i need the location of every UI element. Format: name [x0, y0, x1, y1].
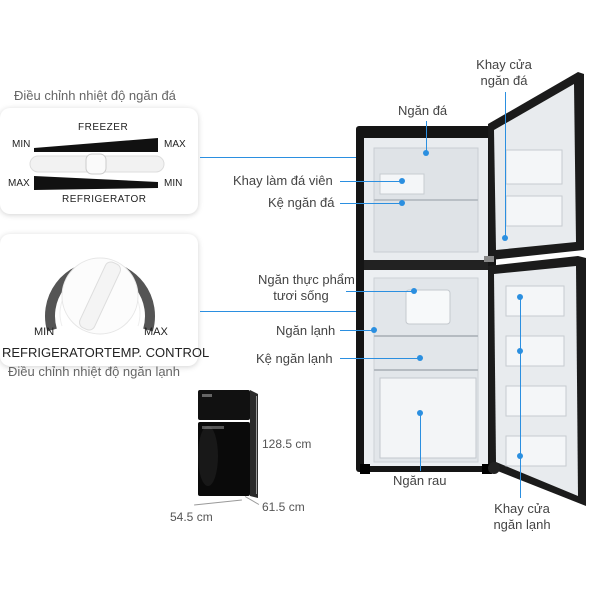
- fridge-panel-connector: [200, 311, 356, 312]
- callout-fresh-food-line1: Ngăn thực phẩm: [258, 272, 355, 287]
- dial-refrigerator-label: REFRIGERATOR: [2, 345, 105, 360]
- depth-dimension: 61.5 cm: [262, 500, 305, 514]
- callout-vegetable-drawer: Ngăn rau: [393, 473, 447, 488]
- dial-max-label: MAX: [144, 326, 168, 338]
- freezer-min-label: MIN: [12, 139, 31, 150]
- callout-fridge-door-line1: Khay cửa: [494, 501, 550, 516]
- height-dimension-line: [256, 396, 257, 494]
- callout-vegetable-drawer-dot: [417, 410, 423, 416]
- callout-freezer-door-tray: Khay cửa ngăn đá: [468, 57, 540, 89]
- refrigerator-min-label: MIN: [164, 178, 183, 189]
- callout-ice-tray-dot: [399, 178, 405, 184]
- callout-fridge-door-tray: Khay cửa ngăn lạnh: [484, 501, 560, 533]
- freezer-control-panel: FREEZER MIN MAX MAX MIN REFRIGERATOR: [0, 108, 198, 214]
- callout-freezer-shelf-dot: [399, 200, 405, 206]
- freezer-control-caption: Điều chỉnh nhiệt độ ngăn đá: [14, 88, 176, 103]
- dial-temp-control-label: TEMP. CONTROL: [104, 345, 210, 360]
- callout-ice-tray-line: [340, 181, 402, 182]
- callout-fridge-shelf-line: [340, 358, 420, 359]
- callout-fridge-compartment: Ngăn lạnh: [276, 323, 336, 338]
- callout-freezer-door-dot: [502, 235, 508, 241]
- callout-freezer-compartment-dot: [423, 150, 429, 156]
- fridge-control-caption: Điều chỉnh nhiệt độ ngăn lạnh: [8, 364, 181, 379]
- callout-vegetable-drawer-line: [420, 413, 421, 471]
- callout-fridge-door-line: [520, 296, 521, 498]
- callout-freezer-compartment-line: [426, 121, 427, 153]
- callout-fridge-door-dot-top: [517, 294, 523, 300]
- freezer-slider-graphic: [29, 138, 165, 190]
- temperature-dial-icon: [45, 257, 155, 335]
- callout-freezer-shelf-line: [340, 203, 402, 204]
- freezer-label: FREEZER: [78, 122, 129, 133]
- callout-fridge-compartment-line: [340, 330, 374, 331]
- callout-freezer-door-line: [505, 92, 506, 238]
- callout-freezer-shelf: Kệ ngăn đá: [268, 195, 335, 210]
- callout-fresh-food-line2: tươi sống: [273, 288, 329, 303]
- callout-fridge-door-dot-bottom: [517, 453, 523, 459]
- dial-min-label: MIN: [34, 326, 55, 338]
- callout-fridge-shelf-dot: [417, 355, 423, 361]
- callout-fridge-door-line2: ngăn lạnh: [493, 517, 551, 532]
- callout-ice-tray: Khay làm đá viên: [233, 173, 333, 188]
- callout-fresh-food-line: [346, 291, 414, 292]
- callout-fridge-door-dot-mid: [517, 348, 523, 354]
- refrigerator-max-label: MAX: [8, 178, 30, 189]
- refrigerator-label: REFRIGERATOR: [62, 194, 147, 205]
- callout-fresh-food-compartment: Ngăn thực phẩm tươi sống: [258, 272, 355, 304]
- callout-freezer-compartment: Ngăn đá: [398, 103, 448, 118]
- callout-fresh-food-dot: [411, 288, 417, 294]
- height-dimension: 128.5 cm: [262, 437, 312, 451]
- callout-fridge-shelf: Kệ ngăn lạnh: [256, 351, 333, 366]
- fridge-control-panel: MIN MAX: [0, 234, 198, 366]
- width-dimension: 54.5 cm: [170, 510, 213, 524]
- callout-fridge-compartment-dot: [371, 327, 377, 333]
- freezer-panel-connector: [200, 157, 356, 158]
- callout-freezer-door-line2: ngăn đá: [480, 73, 528, 88]
- open-refrigerator-illustration: [356, 72, 586, 506]
- callout-freezer-door-line1: Khay cửa: [476, 57, 532, 72]
- freezer-max-label: MAX: [164, 139, 186, 150]
